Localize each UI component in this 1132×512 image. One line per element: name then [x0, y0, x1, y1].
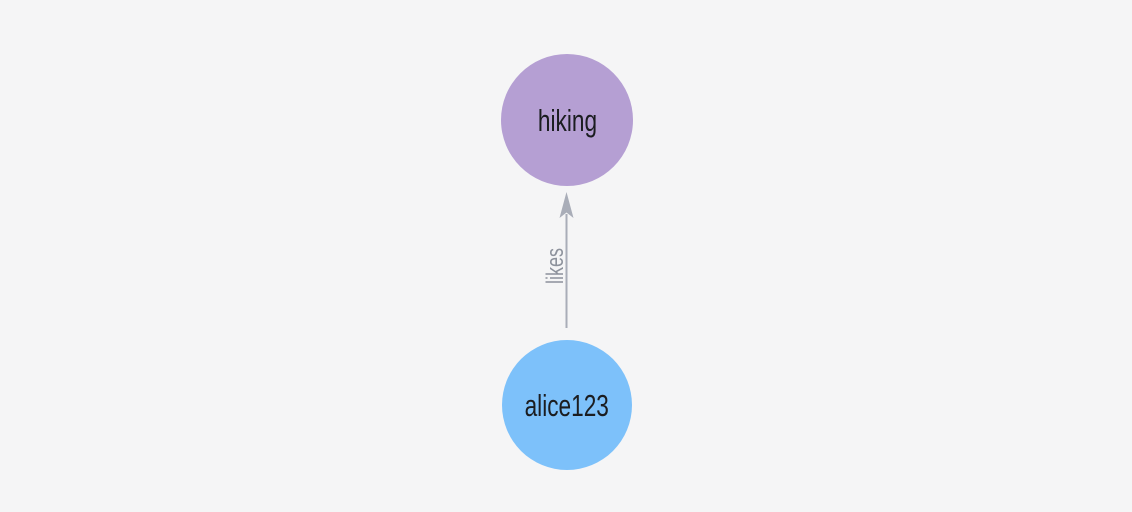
node-label: hiking [537, 102, 597, 138]
node-label: alice123 [524, 387, 610, 423]
node-hiking[interactable]: hiking [501, 54, 633, 186]
node-alice123[interactable]: alice123 [502, 340, 632, 470]
arrow-up-icon [559, 192, 574, 218]
edge-label-likes: likes [542, 247, 569, 285]
